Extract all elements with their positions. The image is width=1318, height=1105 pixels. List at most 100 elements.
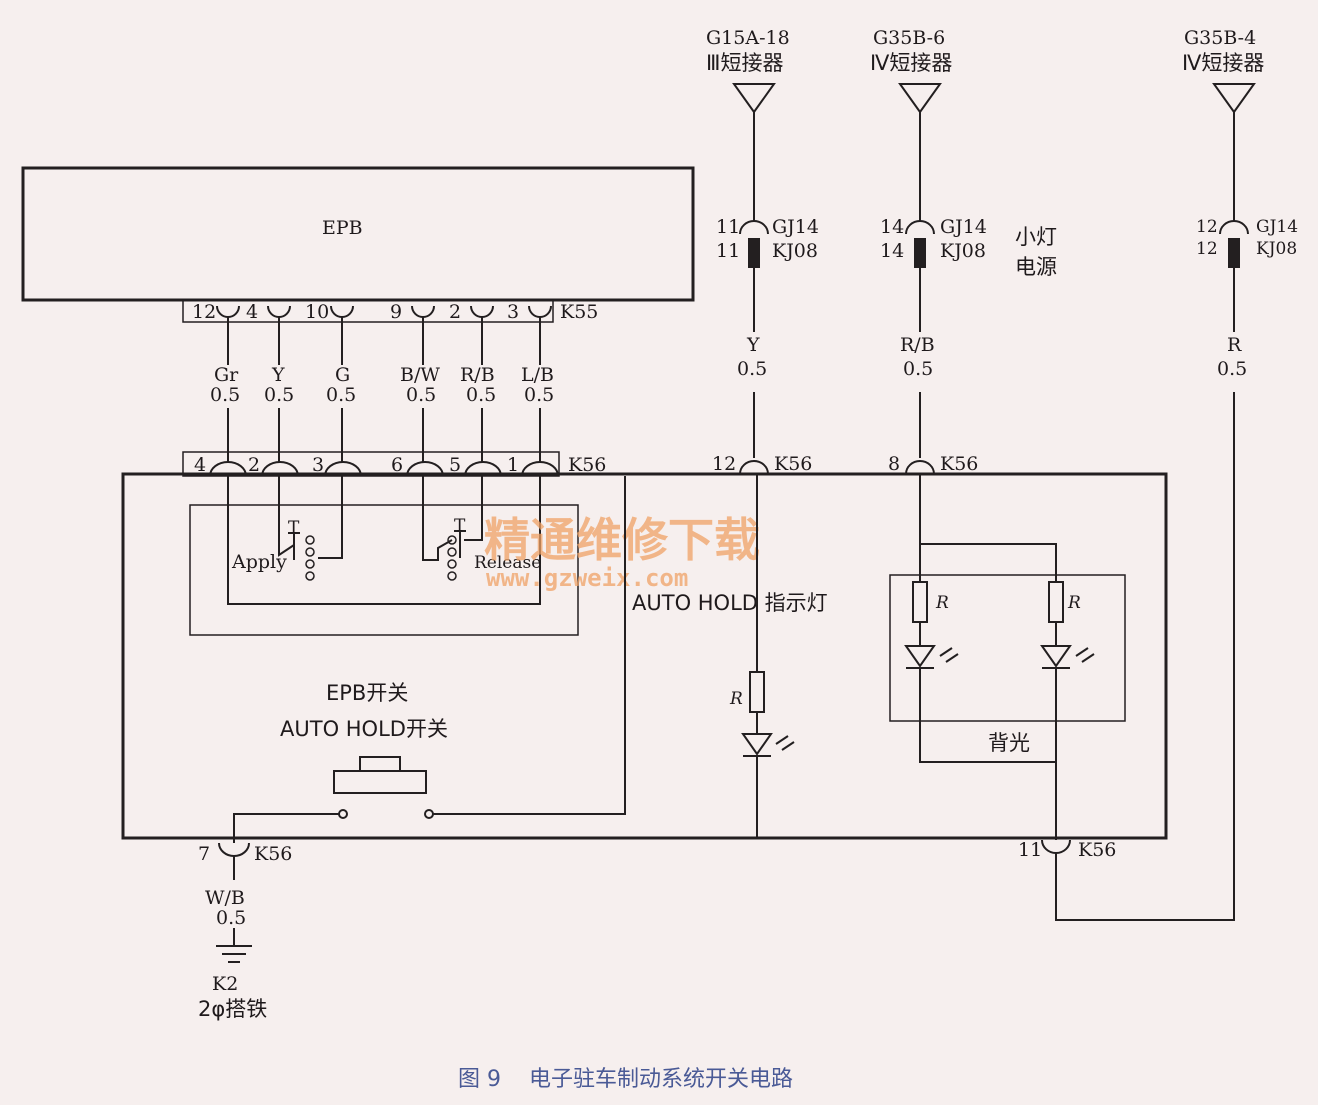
ground-desc: 2φ搭铁 (198, 997, 267, 1021)
gj14-socket (1219, 220, 1249, 235)
k56-pin-label: 1 (507, 454, 519, 476)
feed-desc: Ⅳ短接器 (870, 51, 952, 75)
apply-label: Apply (231, 551, 287, 573)
return-wire (1055, 392, 1235, 921)
k56-pin12-label: 12 (712, 453, 736, 475)
k55-pin-label: 9 (390, 301, 402, 323)
k55-pin-label: 12 (192, 301, 216, 323)
backlight-resistor (1048, 581, 1064, 623)
wire-size-label: 0.5 (466, 384, 496, 406)
wire-color-label: Y (271, 364, 285, 386)
kj08-pin (914, 238, 926, 268)
k56-pin-label: 4 (194, 454, 206, 476)
switch-assembly-box (121, 472, 1168, 840)
feed-wire-color: R/B (900, 334, 935, 356)
feed-wire-color: Y (746, 334, 760, 356)
feed-conn-top: GJ14 (772, 216, 819, 238)
apply-release-outer-box (189, 504, 579, 636)
feed-conn-top: GJ14 (940, 216, 987, 238)
feed-triangle (732, 83, 776, 114)
feed-source: G15A-18 (706, 27, 790, 49)
small-light-power-label: 电源 (1015, 255, 1057, 279)
feed-wire-size: 0.5 (737, 358, 767, 380)
k56-pin11-connector: K56 (1078, 839, 1116, 861)
k56-pin-label: 3 (312, 454, 324, 476)
k56-pin8-socket (905, 460, 935, 475)
epb-module-label: EPB (322, 217, 363, 239)
feed-wire-size: 0.5 (1217, 358, 1247, 380)
k56-pin7-connector: K56 (254, 843, 292, 865)
wire-color-label: G (335, 364, 350, 386)
k56-pin-label: 2 (248, 454, 260, 476)
feed-pin-bottom: 12 (1196, 239, 1218, 259)
feed-pin-top: 11 (716, 216, 740, 238)
gj14-socket (905, 220, 935, 235)
auto-hold-indicator-label: AUTO HOLD 指示灯 (632, 591, 828, 615)
backlight-led-icon (1040, 645, 1095, 669)
wire-color-label: Gr (214, 364, 239, 386)
release-switch-contacts (447, 535, 457, 581)
k56-pin-sockets (209, 461, 559, 477)
harness-wires (227, 317, 541, 462)
wire-size-label: 0.5 (326, 384, 356, 406)
feed-source: G35B-4 (1184, 27, 1256, 49)
switch-label-epb: EPB开关 (326, 681, 408, 705)
feed-conn-top: GJ14 (1256, 217, 1298, 237)
wire-size-label: 0.5 (264, 384, 294, 406)
k56-pin11-socket (1041, 839, 1071, 854)
k56-connector-strip (182, 451, 560, 477)
wire-size-label: 0.5 (210, 384, 240, 406)
ground-wire-color: W/B (205, 887, 245, 909)
resistor-label: R (935, 593, 949, 613)
wire-size-label: 0.5 (406, 384, 436, 406)
k56-pin-label: 6 (391, 454, 403, 476)
backlight-wiring (919, 474, 1057, 840)
watermark-title: 精通维修下载 (484, 513, 760, 567)
feed-desc: Ⅲ短接器 (706, 51, 783, 75)
k55-connector-name: K55 (560, 301, 598, 323)
k56-pin8-label: 8 (888, 453, 900, 475)
backlight-resistor (912, 581, 928, 623)
backlight-box (889, 574, 1126, 722)
kj08-pin (748, 238, 760, 268)
feed-wire-color: R (1227, 334, 1242, 356)
ground-symbol (216, 945, 252, 963)
k55-connector-strip (182, 299, 554, 323)
k55-pin-label: 3 (507, 301, 519, 323)
wire-size-label: 0.5 (524, 384, 554, 406)
figure-caption: 图 9 电子驻车制动系统开关电路 (458, 1067, 793, 1092)
k55-pin-label: 10 (305, 301, 329, 323)
release-label: Release (474, 553, 541, 573)
feed-wire-size: 0.5 (903, 358, 933, 380)
small-light-power-label: 小灯 (1015, 225, 1057, 249)
k56-pin12-socket (739, 460, 769, 475)
feed-pin-top: 14 (880, 216, 904, 238)
push-button-switch (233, 476, 626, 843)
k56-pin-label: 5 (449, 454, 461, 476)
k56-connector-name: K56 (568, 454, 606, 476)
switch-label-auto-hold: AUTO HOLD开关 (280, 717, 448, 741)
wire-color-label: R/B (460, 364, 495, 386)
feed-pin-bottom: 14 (880, 240, 904, 262)
k55-pin-label: 4 (246, 301, 258, 323)
feed-triangle (898, 83, 942, 114)
apply-switch-contacts (305, 535, 315, 581)
wire-color-label: B/W (400, 364, 440, 386)
feed-source: G35B-6 (873, 27, 945, 49)
feed-pin-bottom: 11 (716, 240, 740, 262)
kj08-pin (1228, 238, 1240, 268)
k56-pin7-label: 7 (198, 843, 210, 865)
contact-t-label: T (454, 516, 466, 536)
feed-conn-bottom: KJ08 (772, 240, 818, 262)
indicator-resistor (749, 671, 765, 713)
feed-desc: Ⅳ短接器 (1182, 51, 1264, 75)
k56-pin8-connector: K56 (940, 453, 978, 475)
ground-wire-size: 0.5 (216, 907, 246, 929)
feed-triangle (1212, 83, 1256, 114)
backlight-led-icon (904, 645, 959, 669)
k56-pin7-socket (218, 842, 250, 946)
apply-release-wiring (227, 476, 541, 605)
contact-t-label: T (288, 518, 300, 538)
resistor-label: R (1067, 593, 1081, 613)
